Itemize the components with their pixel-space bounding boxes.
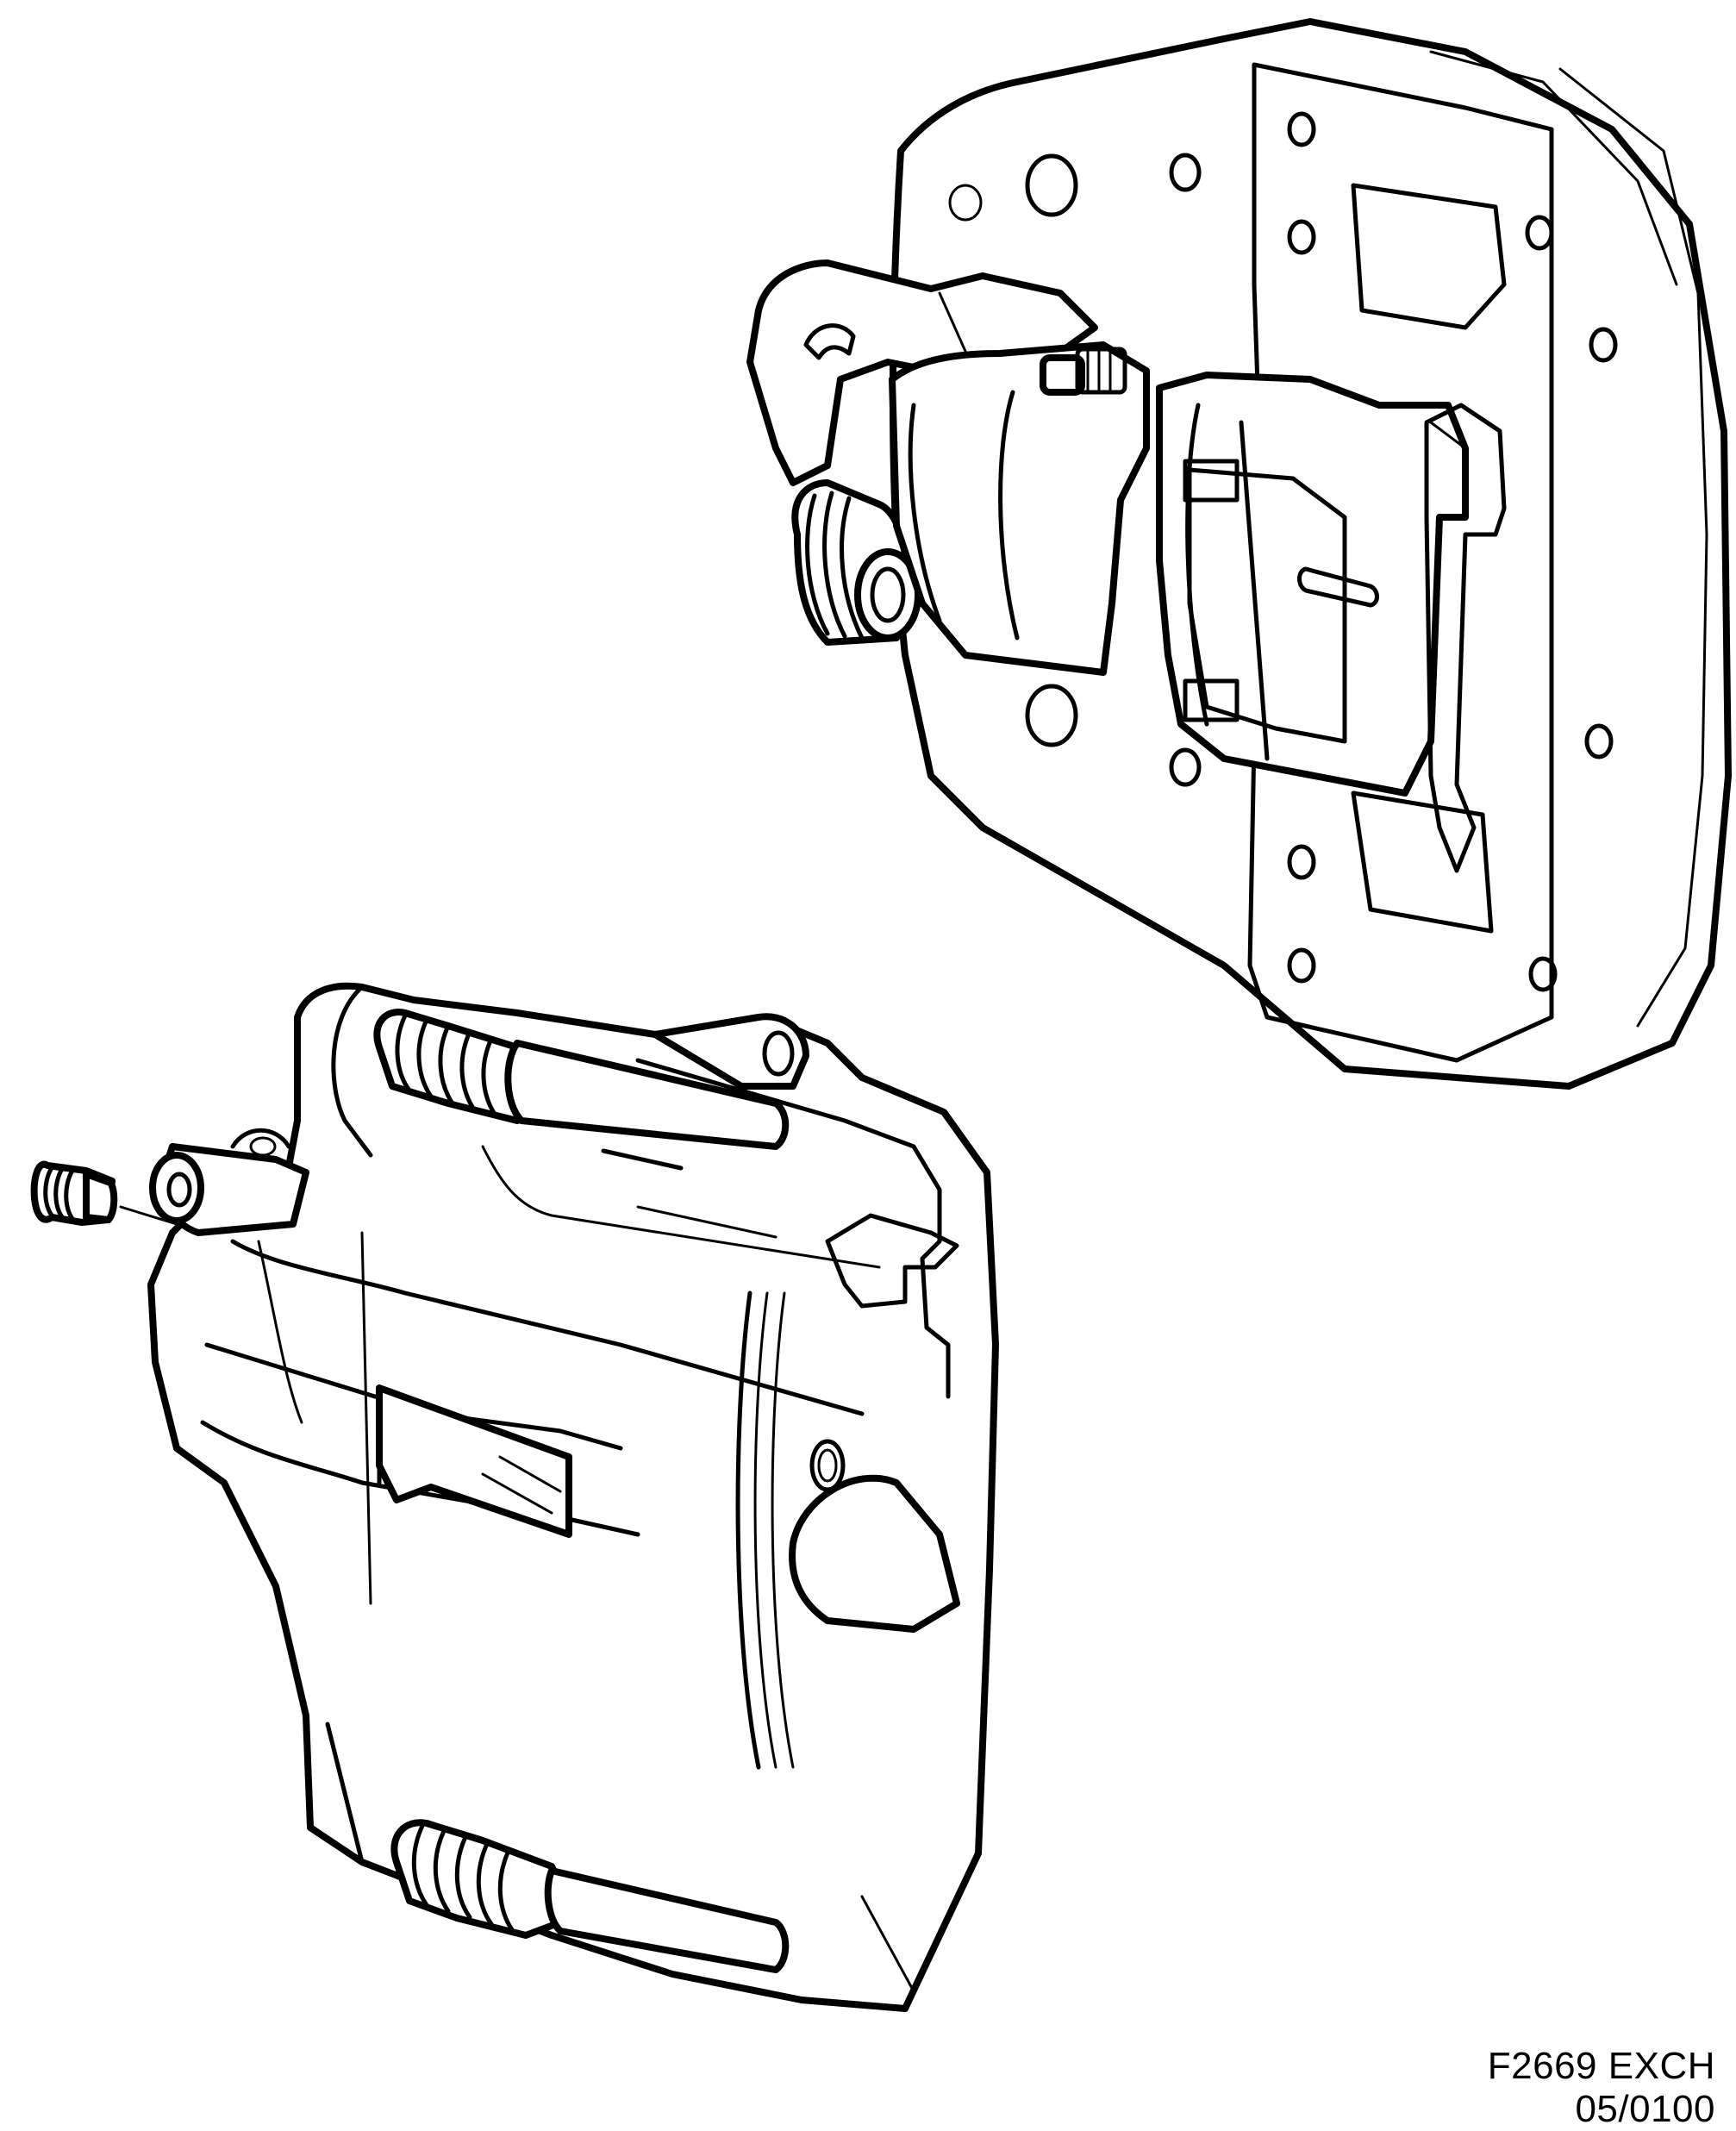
guide-pin-boot-bottom (390, 1819, 790, 1973)
guide-pin-boot-top (373, 1009, 790, 1150)
caliper-cylinder (889, 341, 1150, 676)
upper-caliper-assembly (746, 18, 1732, 1090)
caliper-front-face (635, 1058, 951, 1399)
caliper-bracket-arm[interactable] (746, 259, 1098, 486)
upper-lug (652, 1013, 809, 1090)
carrier-slot-top (1351, 183, 1507, 330)
plate-holes (948, 111, 1618, 992)
leader-line (119, 1205, 178, 1226)
bleed-nipple-upper (1040, 347, 1127, 396)
brake-pad (1187, 467, 1347, 744)
figure-code: F2669 EXCH (1487, 2045, 1715, 2087)
plate-rim (1558, 67, 1708, 1028)
carrier-slot-bottom (1351, 791, 1494, 934)
figure-caption: F2669 EXCH 05/0100 (1488, 2045, 1715, 2131)
bracket-slot (803, 323, 856, 360)
retaining-spring (1424, 403, 1507, 873)
guide-pin-top (504, 1040, 790, 1150)
figure-date: 05/0100 (1575, 2088, 1715, 2130)
bleed-screw[interactable] (30, 1160, 118, 1226)
guide-pin-bottom (544, 1867, 790, 1973)
bleed-port-boss (149, 1128, 309, 1236)
pad-slot (1297, 566, 1379, 608)
pad-tab (825, 1213, 959, 1309)
plate-rim-inner (1429, 50, 1678, 286)
mounting-lug-right (789, 1439, 960, 1633)
lower-caliper-body (147, 982, 999, 2012)
guide-pin-boot-upper (791, 479, 921, 646)
caliper-frame (1156, 372, 1469, 797)
